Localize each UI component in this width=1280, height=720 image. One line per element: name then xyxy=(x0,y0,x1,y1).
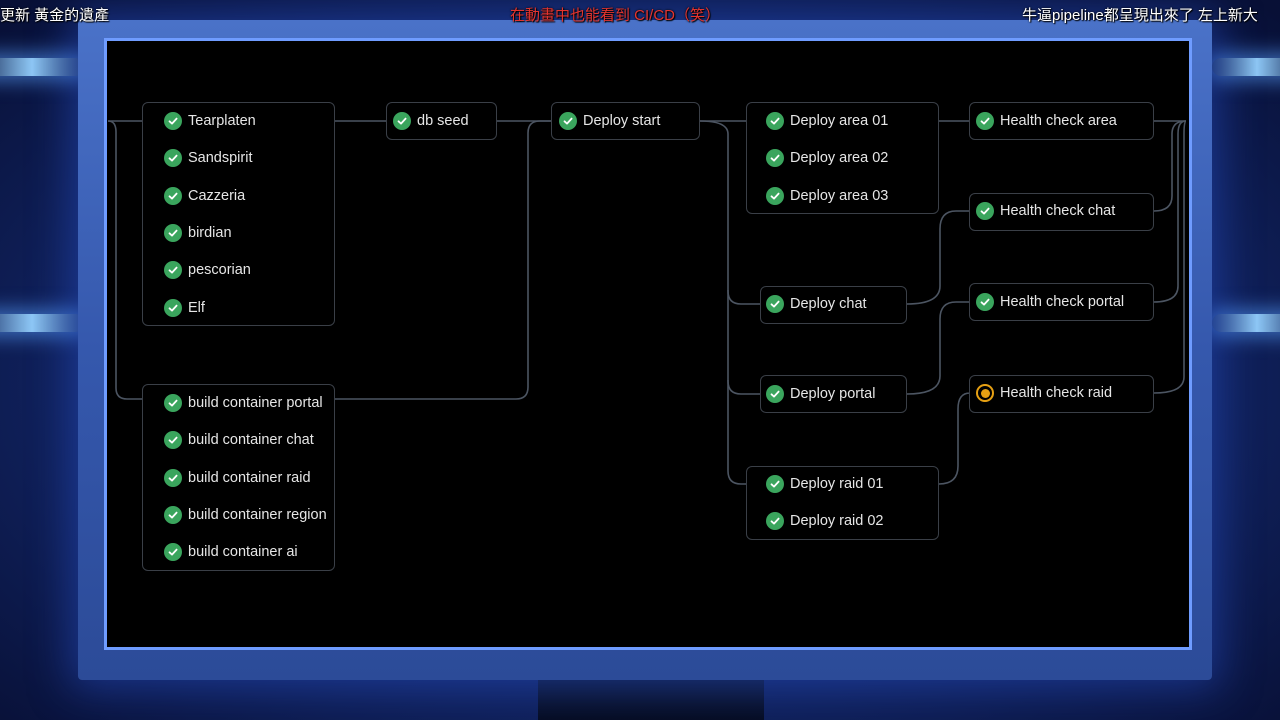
job-label: Health check chat xyxy=(1000,203,1116,219)
job-label: Deploy raid 02 xyxy=(790,513,884,530)
running-status-icon xyxy=(976,384,994,402)
pipeline-job[interactable]: build container ai xyxy=(164,540,298,564)
job-label: Deploy chat xyxy=(790,296,867,312)
check-circle-icon xyxy=(766,512,784,531)
check-circle-icon xyxy=(766,295,784,313)
pipeline-job[interactable]: birdian xyxy=(164,221,232,245)
stage-health-chat xyxy=(969,193,1154,231)
check-circle-icon xyxy=(559,112,577,130)
stage-health-area xyxy=(969,102,1154,140)
job-label: Elf xyxy=(188,299,205,316)
pipeline-job[interactable]: Sandspirit xyxy=(164,146,252,170)
job-label: build container raid xyxy=(188,469,311,486)
check-circle-icon xyxy=(164,431,182,450)
job-label: Health check raid xyxy=(1000,385,1113,401)
job-label: build container portal xyxy=(188,395,323,411)
monitor-stand xyxy=(538,676,764,720)
check-circle-icon xyxy=(766,475,784,493)
check-circle-icon xyxy=(164,298,182,317)
check-circle-icon xyxy=(164,186,182,205)
job-label: birdian xyxy=(188,224,232,241)
job-label: Deploy area 03 xyxy=(790,187,889,204)
job-label: Deploy start xyxy=(583,113,661,129)
pipeline-job[interactable]: Elf xyxy=(164,296,205,320)
pipeline-job[interactable]: Tearplaten xyxy=(164,109,256,133)
pipeline-job[interactable]: Deploy chat xyxy=(766,292,867,316)
stage-health-raid xyxy=(969,375,1154,413)
check-circle-icon xyxy=(164,149,182,168)
pipeline-job[interactable]: Deploy area 02 xyxy=(766,146,888,170)
job-label: Deploy area 02 xyxy=(790,150,889,167)
job-label: Health check portal xyxy=(1000,294,1125,310)
check-circle-icon xyxy=(976,202,994,220)
job-label: pescorian xyxy=(188,262,251,279)
pipeline-job[interactable]: build container chat xyxy=(164,428,314,452)
pipeline-job[interactable]: Deploy start xyxy=(559,109,660,133)
pipeline-job[interactable]: Health check chat xyxy=(976,199,1115,223)
pipeline-job[interactable]: build container region xyxy=(164,503,327,527)
pipeline-job[interactable]: build container portal xyxy=(164,391,323,415)
subtitle-left: 更新 黃金的遺產 xyxy=(0,7,110,24)
check-circle-icon xyxy=(164,505,182,524)
check-circle-icon xyxy=(976,112,994,130)
job-label: build container chat xyxy=(188,432,314,449)
pipeline-job[interactable]: db seed xyxy=(393,109,469,133)
job-label: Tearplaten xyxy=(188,113,256,129)
pipeline-job[interactable]: Deploy area 01 xyxy=(766,109,888,133)
check-circle-icon xyxy=(766,186,784,205)
left-light-strip xyxy=(0,58,84,76)
pipeline-job[interactable]: Deploy area 03 xyxy=(766,184,888,208)
pipeline-job[interactable]: Health check portal xyxy=(976,290,1124,314)
job-label: db seed xyxy=(417,113,469,129)
subtitle-right: 牛逼pipeline都呈現出來了 左上新大 xyxy=(1022,7,1258,24)
check-circle-icon xyxy=(164,468,182,487)
pipeline-job[interactable]: pescorian xyxy=(164,258,251,282)
check-circle-icon xyxy=(766,149,784,168)
stage-health-portal xyxy=(969,283,1154,321)
pipeline-job[interactable]: Deploy portal xyxy=(766,382,875,406)
job-label: Deploy raid 01 xyxy=(790,476,884,492)
right-light-strip-lower xyxy=(1212,314,1280,332)
job-label: build container region xyxy=(188,506,327,523)
check-circle-icon xyxy=(766,385,784,403)
stage-deploy-chat xyxy=(760,286,907,324)
check-circle-icon xyxy=(766,112,784,130)
pipeline-job[interactable]: Deploy raid 02 xyxy=(766,509,884,533)
check-circle-icon xyxy=(393,112,411,130)
left-light-strip-lower xyxy=(0,314,84,332)
check-circle-icon xyxy=(164,543,182,562)
job-label: Cazzeria xyxy=(188,187,246,204)
check-circle-icon xyxy=(164,112,182,130)
check-circle-icon xyxy=(164,394,182,412)
job-label: Deploy portal xyxy=(790,386,876,402)
subtitle-center: 在動畫中也能看到 CI/CD（笑） xyxy=(510,7,721,24)
job-label: Health check area xyxy=(1000,113,1117,129)
check-circle-icon xyxy=(164,261,182,280)
stage-languages xyxy=(142,102,335,326)
check-circle-icon xyxy=(164,223,182,242)
pipeline-job[interactable]: Cazzeria xyxy=(164,184,245,208)
job-label: Sandspirit xyxy=(188,150,253,167)
pipeline-job[interactable]: build container raid xyxy=(164,466,311,490)
job-label: Deploy area 01 xyxy=(790,113,889,129)
pipeline-job[interactable]: Health check area xyxy=(976,109,1117,133)
right-light-strip xyxy=(1212,58,1280,76)
stage-deploy-portal xyxy=(760,375,907,413)
check-circle-icon xyxy=(976,293,994,311)
pipeline-job[interactable]: Health check raid xyxy=(976,381,1112,405)
job-label: build container ai xyxy=(188,544,298,561)
pipeline-job[interactable]: Deploy raid 01 xyxy=(766,472,884,496)
